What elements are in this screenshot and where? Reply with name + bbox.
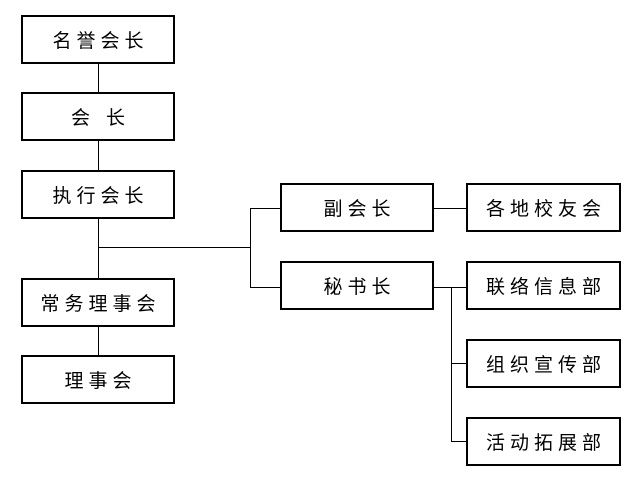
node-standing-council: 常务理事会 [21, 278, 175, 327]
connector-trunk-branch-horizontal [98, 247, 251, 248]
connector-stub-vice-president [250, 208, 280, 209]
node-executive-president: 执行会长 [21, 170, 175, 219]
node-liaison-information-dept: 联络信息部 [466, 261, 621, 310]
node-secretary-general: 秘书长 [280, 261, 434, 310]
node-local-alumni-associations: 各地校友会 [466, 183, 621, 232]
node-president: 会 长 [21, 92, 175, 141]
node-activity-development-dept: 活动拓展部 [466, 417, 621, 466]
connector-honorary-to-president [98, 64, 99, 92]
node-council: 理事会 [21, 355, 175, 404]
connector-standing-to-council [98, 327, 99, 355]
connector-branch-vertical [250, 208, 251, 288]
node-organization-publicity-dept: 组织宣传部 [466, 339, 621, 388]
node-vice-president: 副会长 [280, 183, 434, 232]
connector-president-to-executive [98, 141, 99, 170]
connector-vice-to-alumni [434, 208, 466, 209]
connector-secretary-to-liaison [434, 287, 466, 288]
connector-stub-activity-dept [451, 441, 466, 442]
connector-executive-to-standing [98, 219, 99, 278]
node-honorary-president: 名誉会长 [21, 15, 175, 64]
connector-secretary-drop-vertical [451, 287, 452, 442]
connector-stub-secretary-general [250, 287, 280, 288]
connector-stub-publicity-dept [451, 363, 466, 364]
